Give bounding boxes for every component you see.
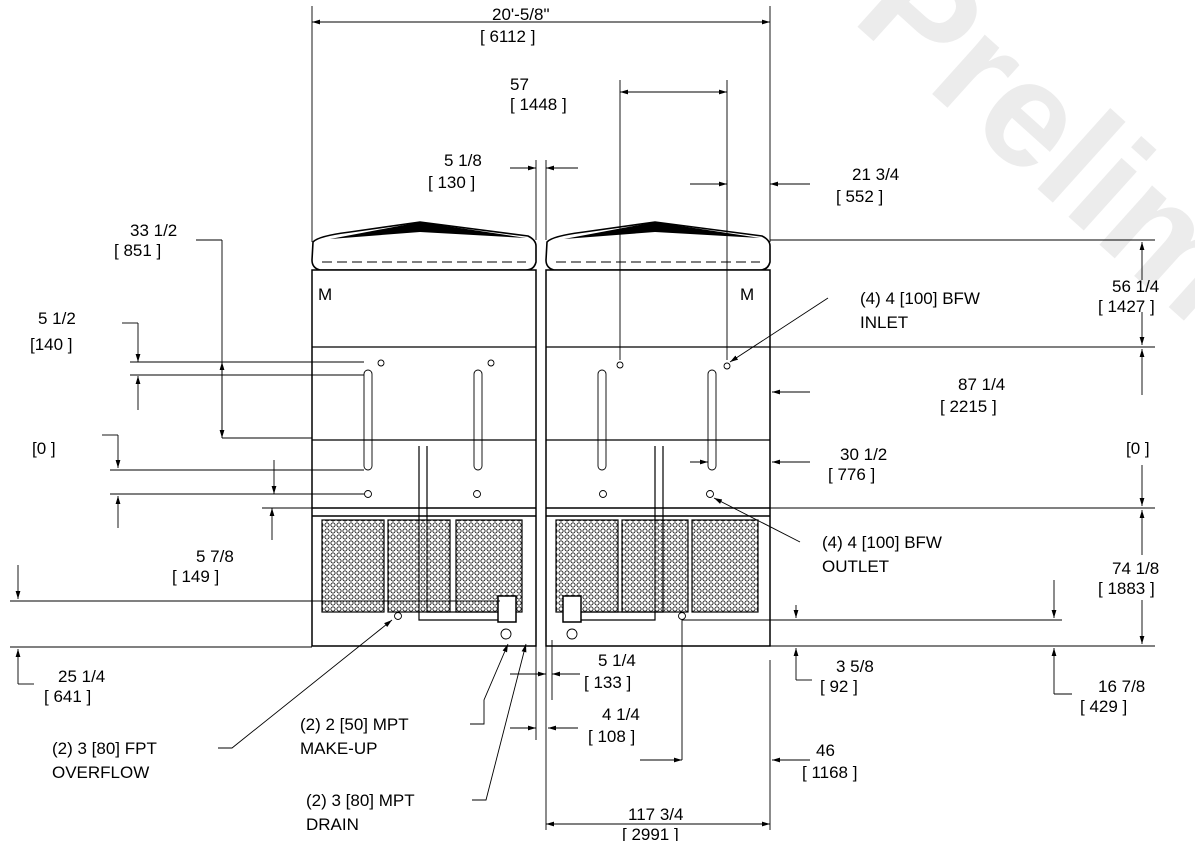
dim-5-1-2-imperial: 5 1/2 <box>38 309 76 328</box>
dim-56-1-4-metric: [ 1427 ] <box>1098 297 1155 316</box>
outlet-callout-line2: OUTLET <box>822 557 889 576</box>
dim-21-3-4-metric: [ 552 ] <box>836 187 883 206</box>
outlet-callout-line1: (4) 4 [100] BFW <box>822 533 942 552</box>
right-cell: M <box>545 221 771 647</box>
dimension-lines <box>10 6 1155 830</box>
dim-25-1-4-metric: [ 641 ] <box>44 687 91 706</box>
dim-3-5-8-metric: [ 92 ] <box>820 677 858 696</box>
dim-16-7-8-imperial: 16 7/8 <box>1098 677 1145 696</box>
dim-117-3-4-metric: [ 2991 ] <box>622 825 679 841</box>
dim-30-1-2-imperial: 30 1/2 <box>840 445 887 464</box>
inlet-callout-line2: INLET <box>860 313 908 332</box>
dim-5-7-8-metric: [ 149 ] <box>172 567 219 586</box>
dim-74-1-8-metric: [ 1883 ] <box>1098 579 1155 598</box>
overflow-callout-line2: OVERFLOW <box>52 763 149 782</box>
dim-57-imperial: 57 <box>510 75 529 94</box>
dim-4-1-4-imperial: 4 1/4 <box>602 705 640 724</box>
dim-56-1-4-imperial: 56 1/4 <box>1112 277 1159 296</box>
dim-5-7-8-imperial: 5 7/8 <box>196 547 234 566</box>
dim-33-1-2-metric: [ 851 ] <box>114 241 161 260</box>
dim-57-metric: [ 1448 ] <box>510 95 567 114</box>
dim-zero-left: [0 ] <box>32 439 56 458</box>
dim-5-1-4-metric: [ 133 ] <box>584 673 631 692</box>
dim-3-5-8-imperial: 3 5/8 <box>836 657 874 676</box>
dim-zero-right: [0 ] <box>1126 439 1150 458</box>
dim-25-1-4-imperial: 25 1/4 <box>58 667 105 686</box>
dim-5-1-8-metric: [ 130 ] <box>428 173 475 192</box>
dim-5-1-2-metric: [140 ] <box>30 335 73 354</box>
drain-callout-line1: (2) 3 [80] MPT <box>306 791 415 810</box>
dim-16-7-8-metric: [ 429 ] <box>1080 697 1127 716</box>
dim-21-3-4-imperial: 21 3/4 <box>852 165 899 184</box>
makeup-callout-line2: MAKE-UP <box>300 739 377 758</box>
dim-4-1-4-metric: [ 108 ] <box>588 727 635 746</box>
overall-width-metric: [ 6112 ] <box>480 27 535 46</box>
overflow-callout-line1: (2) 3 [80] FPT <box>52 739 157 758</box>
dim-5-1-8-imperial: 5 1/8 <box>444 151 482 170</box>
left-cell: M <box>311 221 537 647</box>
dim-87-1-4-metric: [ 2215 ] <box>940 397 997 416</box>
drain-callout-line2: DRAIN <box>306 815 359 834</box>
dim-30-1-2-metric: [ 776 ] <box>828 465 875 484</box>
dim-74-1-8-imperial: 74 1/8 <box>1112 559 1159 578</box>
dimension-labels: 20'-5/8" [ 6112 ] 57 [ 1448 ] 5 1/8 [ 13… <box>30 5 1159 841</box>
dim-87-1-4-imperial: 87 1/4 <box>958 375 1005 394</box>
overall-width-imperial: 20'-5/8" <box>492 5 549 24</box>
connection-callouts: (4) 4 [100] BFW INLET (4) 4 [100] BFW OU… <box>52 289 980 834</box>
dim-46-imperial: 46 <box>816 741 835 760</box>
dim-5-1-4-imperial: 5 1/4 <box>598 651 636 670</box>
logo-mark-left: M <box>318 285 332 304</box>
callout-leaders <box>218 297 829 801</box>
dim-117-3-4-imperial: 117 3/4 <box>628 805 683 824</box>
dim-46-metric: [ 1168 ] <box>802 763 857 782</box>
makeup-callout-line1: (2) 2 [50] MPT <box>300 715 409 734</box>
logo-mark-right: M <box>740 285 754 304</box>
inlet-callout-line1: (4) 4 [100] BFW <box>860 289 980 308</box>
dim-33-1-2-imperial: 33 1/2 <box>130 221 177 240</box>
